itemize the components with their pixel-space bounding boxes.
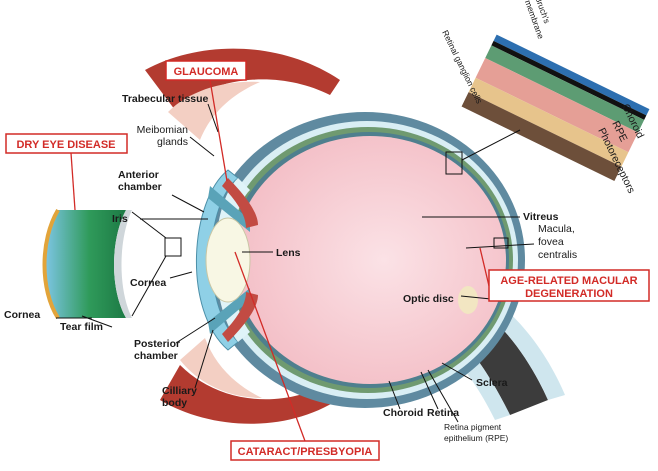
cornea-inset-connector-top: [131, 211, 167, 239]
label-anterior-chamber-line1: Anterior: [118, 169, 159, 181]
label-choroid-eye: Choroid: [383, 407, 423, 419]
cornea-inset-connector-bottom: [131, 255, 167, 317]
label-cornea-inset: Cornea: [4, 309, 40, 321]
label-anterior-chamber-line2: chamber: [118, 181, 162, 193]
ciliary-body-shape: [222, 178, 258, 342]
retina-zoom-box: [445, 151, 463, 175]
disease-label-glaucoma: GLAUCOMA: [174, 66, 239, 78]
leader-lines: [56, 103, 535, 423]
label-retina: Retina: [427, 407, 459, 419]
cornea-zoom-box: [164, 237, 182, 257]
label-trabecular-tissue: Trabecular tissue: [122, 93, 209, 105]
label-meibomian-line1: Meibomian: [137, 124, 189, 136]
retina-inset: [461, 34, 650, 182]
cornea-inset: [42, 208, 132, 320]
optic-disc: [458, 286, 478, 314]
label-rpe-eye-line1: Retina pigment: [444, 422, 502, 432]
disease-label-amd-line2: DEGENERATION: [525, 288, 613, 300]
label-vitreus: Vitreus: [523, 211, 559, 223]
label-rpe-eye-line2: epithelium (RPE): [444, 433, 508, 443]
label-sclera: Sclera: [476, 377, 508, 389]
label-tear-film: Tear film: [60, 321, 103, 333]
lower-eyelid: [160, 338, 345, 424]
label-lens: Lens: [276, 247, 301, 259]
label-macula-line3: centralis: [538, 249, 577, 261]
macula-box: [493, 237, 509, 249]
disease-callouts: [5, 60, 650, 461]
lens: [205, 217, 251, 303]
label-macula-line2: fovea: [538, 236, 564, 248]
iris: [208, 186, 250, 334]
label-retinal-ganglion: Retinal ganglion cells: [440, 28, 484, 105]
label-optic-disc: Optic disc: [403, 293, 454, 305]
label-cornea-eye: Cornea: [130, 277, 166, 289]
label-macula-line1: Macula,: [538, 223, 575, 235]
label-bruchs-group: Bruch's membrane: [523, 0, 552, 40]
disease-label-dry-eye: DRY EYE DISEASE: [16, 139, 115, 151]
label-posterior-chamber-line2: chamber: [134, 350, 178, 362]
label-ciliary-body-line1: Cilliary: [162, 385, 197, 397]
vitreous-body: [234, 136, 506, 384]
label-iris: Iris: [112, 213, 128, 225]
disease-label-cataract: CATARACT/PRESBYOPIA: [238, 446, 373, 458]
disease-label-amd-line1: AGE-RELATED MACULAR: [500, 275, 637, 287]
retina-inset-connector: [461, 129, 521, 161]
label-meibomian-line2: glands: [157, 136, 188, 148]
label-posterior-chamber-line1: Posterior: [134, 338, 180, 350]
label-ciliary-body-line2: body: [162, 397, 187, 409]
